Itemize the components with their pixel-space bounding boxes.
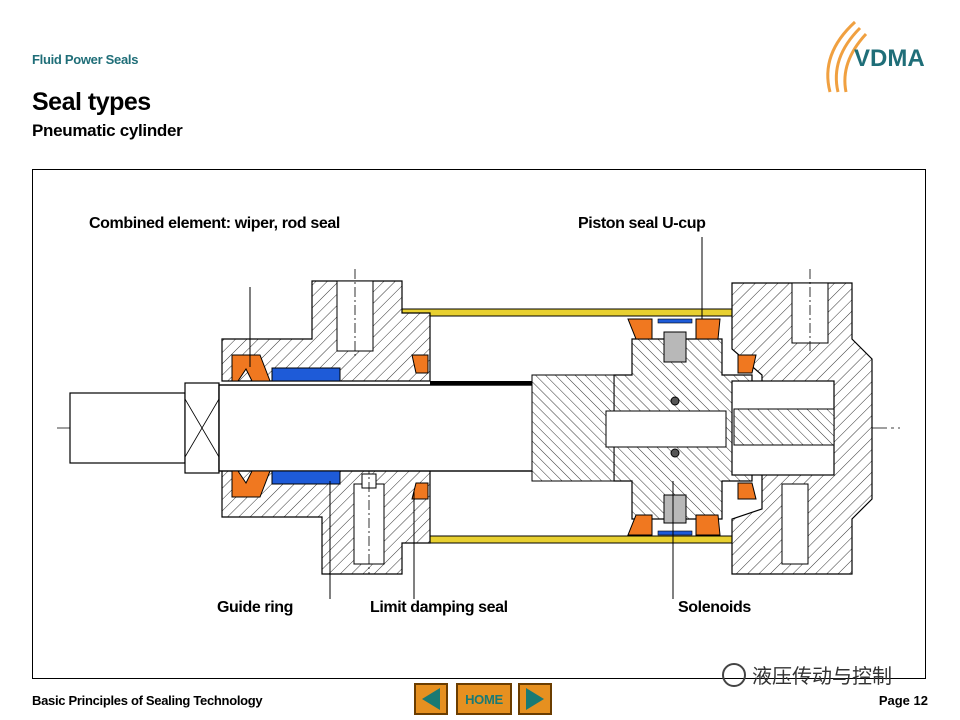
- guide-ring-top: [271, 367, 341, 382]
- watermark: 液压传动与控制: [722, 660, 892, 689]
- piston-guide-top: [657, 318, 693, 324]
- label-limit-damping-seal: Limit damping seal: [370, 599, 508, 616]
- label-combined-element: Combined element: wiper, rod seal: [89, 215, 340, 232]
- tie-rod-bottom: [389, 535, 777, 544]
- wechat-icon: [722, 662, 746, 687]
- damping-seal-rear-top: [737, 354, 757, 374]
- damping-seal-front-bottom: [411, 482, 429, 500]
- page-title: Seal types: [32, 88, 151, 116]
- rod-seal-top: [231, 354, 271, 382]
- piston-seal-bottom-left: [627, 514, 653, 536]
- label-guide-ring: Guide ring: [217, 599, 294, 616]
- cylinder-drawing: [57, 237, 900, 599]
- previous-button[interactable]: [414, 683, 448, 715]
- rod-nut: [531, 374, 615, 482]
- logo-text: VDMA: [854, 45, 925, 72]
- drawing-frame: [32, 169, 926, 679]
- label-solenoids: Solenoids: [678, 599, 751, 616]
- piston-seal-top-left: [627, 318, 653, 340]
- damping-seal-rear-bottom: [737, 482, 757, 500]
- footer-title: Basic Principles of Sealing Technology: [32, 693, 263, 708]
- piston-seal-top-right: [695, 318, 721, 340]
- vdma-logo: VDMA: [826, 20, 925, 93]
- tie-rod-top: [389, 308, 777, 317]
- rod-thread: [69, 392, 186, 464]
- page-number: Page 12: [878, 693, 928, 708]
- arrow-left-icon: [422, 688, 440, 710]
- arrow-right-icon: [526, 688, 544, 710]
- piston-seal-bottom-right: [695, 514, 721, 536]
- guide-ring-bottom: [271, 470, 341, 485]
- piston-guide-bottom: [657, 530, 693, 536]
- next-button[interactable]: [518, 683, 552, 715]
- cushion-screw-rear: [781, 483, 809, 565]
- magnet-bottom: [663, 494, 687, 524]
- magnet-top: [663, 331, 687, 363]
- damping-seal-front-top: [411, 354, 429, 374]
- watermark-text: 液压传动与控制: [752, 664, 892, 688]
- section-title: Fluid Power Seals: [32, 52, 139, 67]
- page-subtitle: Pneumatic cylinder: [32, 121, 183, 140]
- label-piston-seal: Piston seal U-cup: [578, 215, 706, 232]
- home-button[interactable]: HOME: [456, 683, 512, 715]
- rod-seal-bottom: [231, 470, 271, 498]
